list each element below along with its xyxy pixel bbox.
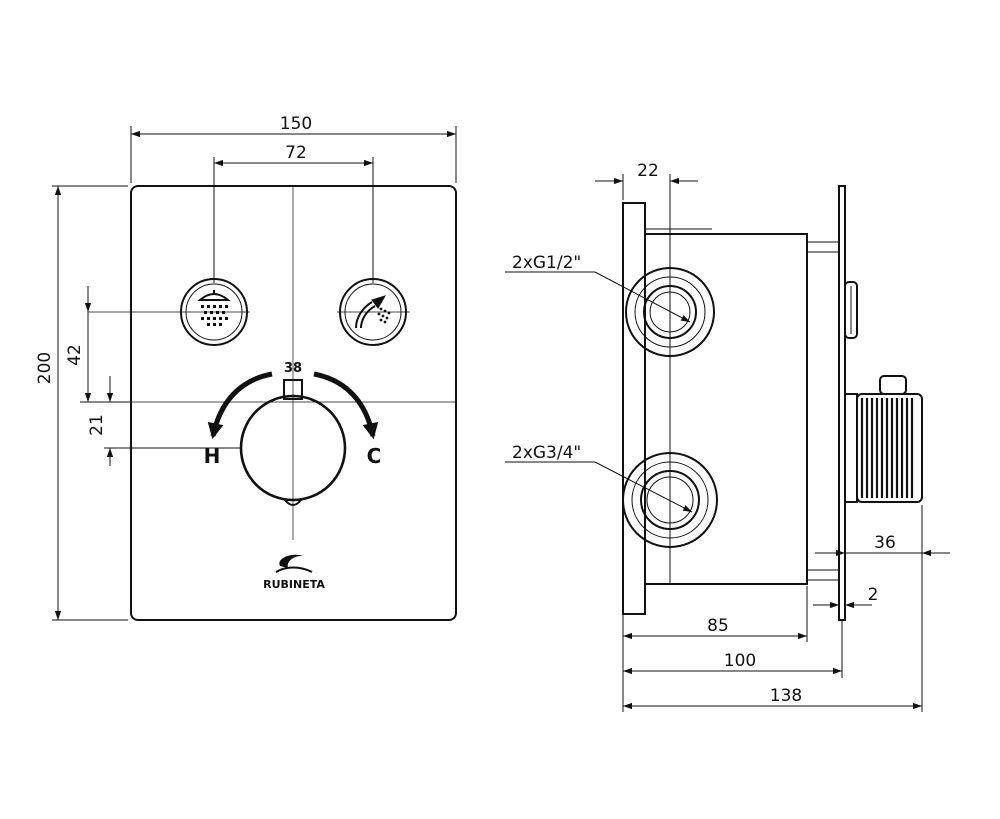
- button-spacing-label: 72: [285, 143, 307, 163]
- knob-side[interactable]: [844, 375, 923, 503]
- button-side: [844, 281, 858, 339]
- spacer-bottom: [806, 569, 840, 581]
- spacer-top: [806, 241, 840, 253]
- upper-port-label: 2xG1/2": [512, 253, 581, 273]
- body-depth-label: 85: [707, 616, 729, 636]
- cold-label: C: [367, 444, 382, 468]
- height-dimension-label: 200: [35, 352, 55, 384]
- mounting-flange: [622, 202, 646, 615]
- plate-thickness-label: 2: [868, 585, 879, 605]
- width-dimension-label: 150: [280, 114, 312, 134]
- lower-port-leader-arrow: [594, 461, 693, 513]
- shower-head-button[interactable]: [180, 278, 248, 346]
- upper-port-leader-arrow: [594, 271, 691, 323]
- front-view: 150 72 200 42 21: [35, 114, 457, 621]
- hot-direction-arrow: [207, 371, 273, 440]
- hand-shower-button[interactable]: [339, 278, 407, 346]
- side-view: 2xG1/2" 2xG3/4" 22 36 2 85 100 138: [505, 161, 950, 712]
- thermostat-knob[interactable]: [239, 379, 347, 506]
- knob-offset-label: 21: [87, 414, 107, 436]
- valve-body: [644, 233, 808, 585]
- to-plate-label: 100: [724, 651, 756, 671]
- button-height-label: 42: [65, 344, 85, 366]
- lower-port-label: 2xG3/4": [512, 443, 581, 463]
- knob-depth-label: 36: [874, 533, 896, 553]
- knob-top-mark: 38: [284, 361, 302, 376]
- brand-logo: RUBINETA: [263, 554, 325, 591]
- hand-shower-icon: [355, 295, 391, 329]
- shower-head-icon: [197, 290, 231, 326]
- cover-plate: [130, 185, 457, 621]
- lower-port: [622, 452, 718, 548]
- cold-direction-arrow: [313, 371, 379, 440]
- brand-name: RUBINETA: [263, 578, 325, 591]
- flange-depth-label: 22: [637, 161, 659, 181]
- overall-depth-label: 138: [770, 686, 802, 706]
- hot-label: H: [204, 444, 221, 468]
